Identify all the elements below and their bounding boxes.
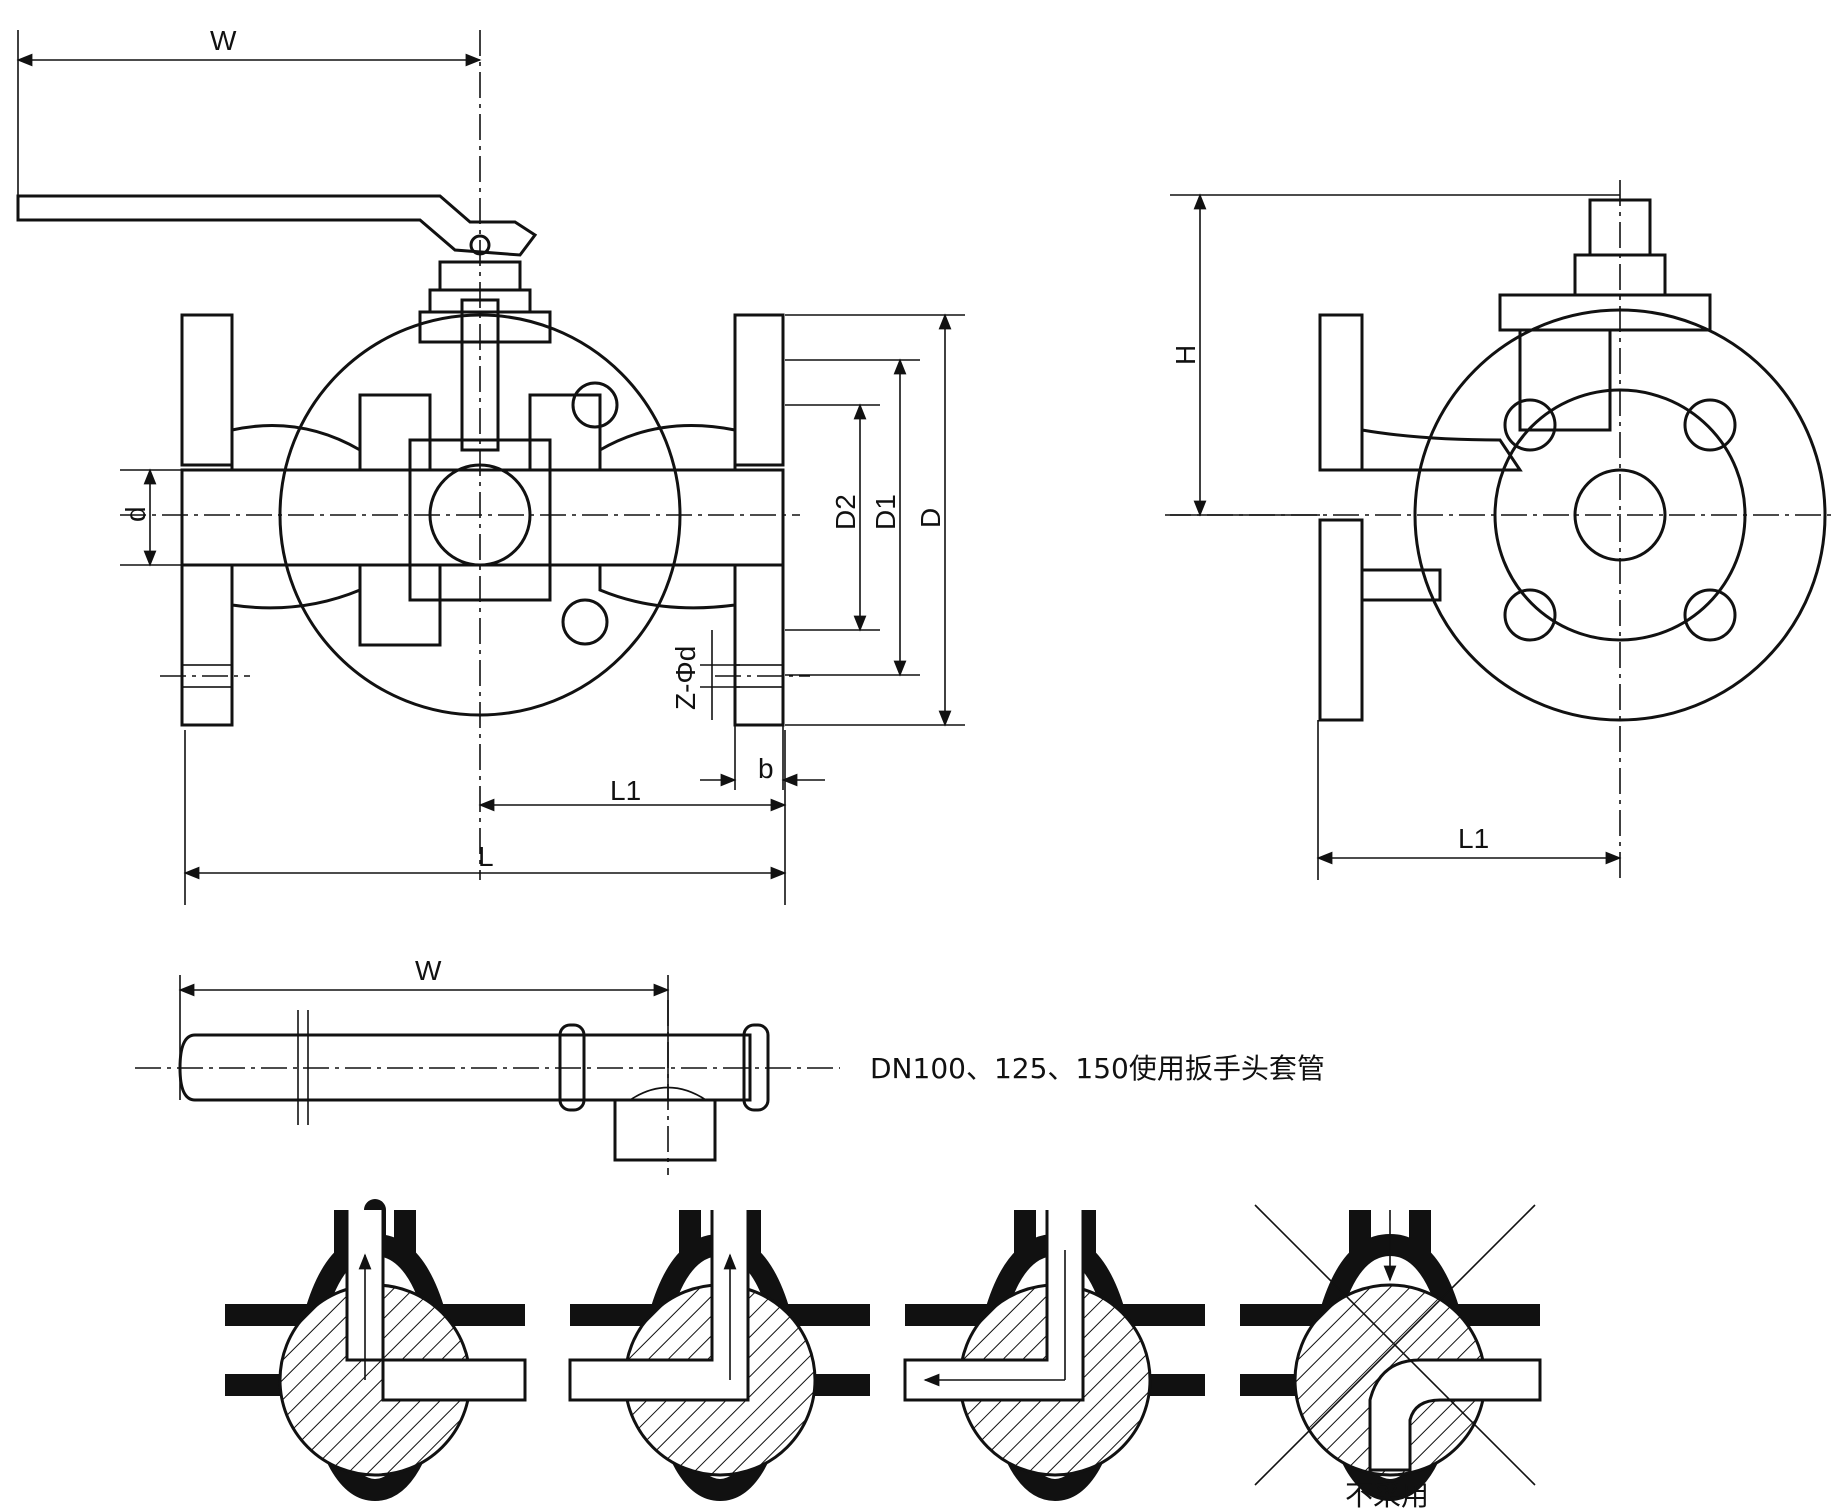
flow-pattern-1 — [225, 1199, 527, 1501]
label-l1-side: L1 — [1458, 823, 1489, 854]
label-d-outer: D — [915, 508, 946, 528]
label-b: b — [758, 753, 774, 784]
label-l1-main: L1 — [610, 775, 641, 806]
label-w-wrench: W — [415, 955, 442, 986]
label-h: H — [1170, 345, 1201, 365]
flow-pattern-4-not-used: 不采用 — [1240, 1204, 1542, 1512]
not-used-label: 不采用 — [1345, 1479, 1429, 1512]
wrench-sleeve: W DN100、125、150使用扳手头套管 — [135, 955, 1325, 1175]
label-d1: D1 — [870, 494, 901, 530]
wrench-note: DN100、125、150使用扳手头套管 — [870, 1052, 1325, 1085]
label-l: L — [478, 841, 494, 872]
label-d2: D2 — [830, 494, 861, 530]
front-view: W d D2 D1 D Z-Φd b L1 L — [16, 25, 965, 905]
label-d: d — [120, 506, 151, 522]
label-z-phi-d: Z-Φd — [670, 646, 701, 710]
flow-pattern-2 — [568, 1210, 870, 1501]
label-w-top: W — [210, 25, 237, 56]
side-view: H L1 — [1165, 180, 1835, 880]
flow-pattern-3 — [903, 1210, 1205, 1501]
